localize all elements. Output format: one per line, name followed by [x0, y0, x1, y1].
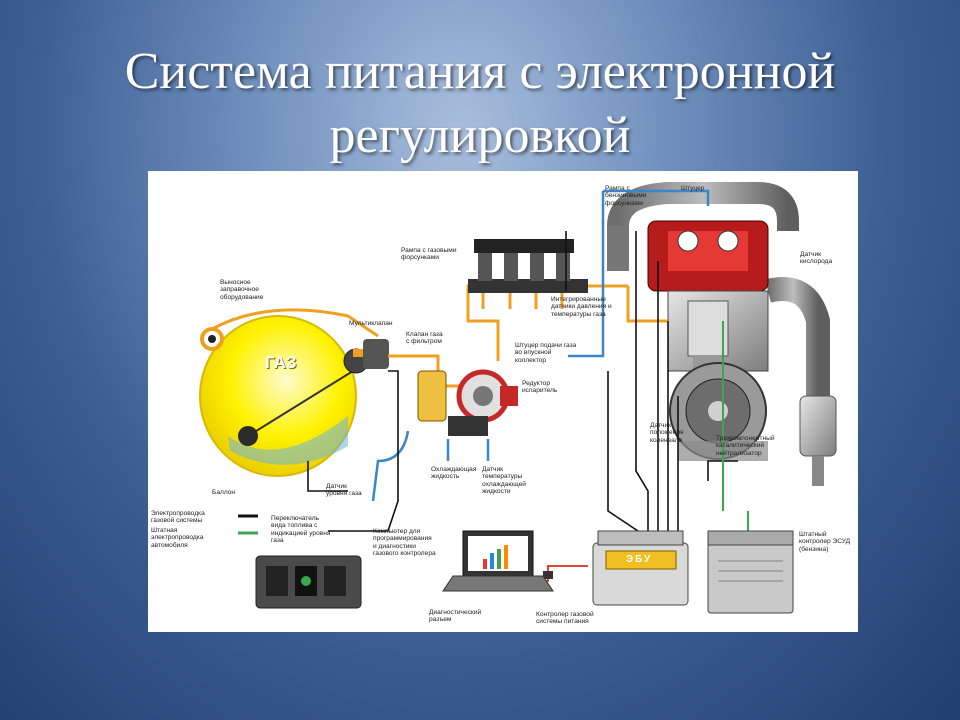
label-gas-rail: Рампа с газовыми форсунками: [401, 247, 457, 262]
label-fuel-switch: Переключатель вида топлива с индикацией …: [271, 515, 331, 545]
label-gas-controller: Контролер газовой системы питания: [536, 611, 594, 626]
label-oxygen-sensor: Датчик кислорода: [800, 251, 833, 266]
label-coolant-temp-sensor: Датчик температуры охлаждающей жидкости: [482, 466, 526, 496]
label-reducer: Редуктор испаритель: [522, 380, 558, 395]
laptop: [442, 530, 554, 592]
label-coolant: Охлаждающая жидкость: [431, 466, 477, 481]
reducer-assembly: [417, 369, 518, 436]
title-line-2: регулировкой: [329, 107, 631, 164]
label-gas-filter-valve: Клапан газа с фильтром: [406, 331, 443, 346]
label-stock-ecu: Штатный контролер ЭСУД (бензина): [799, 531, 851, 553]
label-integrated-sensors: Интегрированные датчики давления и темпе…: [551, 296, 612, 318]
label-gas-level-sensor: Датчик уровня газа: [326, 483, 362, 498]
label-multivalve: Мультиклапан: [349, 320, 393, 327]
legend-gas-wiring: Электропроводка газовой системы: [151, 510, 205, 525]
label-diag-connector: Диагностический разъем: [429, 609, 482, 624]
legend-car-wiring: Штатная электропроводка автомобиля: [151, 527, 204, 549]
slide-title: Система питания с электронной регулировк…: [0, 40, 960, 168]
fuel-switch-panel: [255, 555, 362, 609]
legend-lines: [238, 514, 258, 535]
label-catalyst: Трехкомпонентный каталитический нейтрали…: [716, 435, 775, 457]
tank-gas-label: ГАЗ: [265, 353, 297, 372]
diagram-drawing: [199, 182, 837, 614]
gas-tank: [199, 315, 357, 477]
gas-rail: [468, 239, 588, 293]
label-petrol-rail: Рампа с бензиновыми форсунками: [605, 185, 647, 207]
multivalve: [343, 339, 389, 374]
label-outboard-filling: Выносное заправочное оборудование: [220, 279, 264, 301]
stock-ecu: [707, 530, 794, 614]
coolant-pipes: [371, 189, 710, 502]
label-crank-sensor: Датчик положения коленвала: [650, 422, 684, 444]
gas-ecu: [592, 530, 689, 606]
exhaust-system: [607, 182, 837, 486]
label-tank: Баллон: [212, 489, 236, 496]
wiring: [307, 231, 738, 532]
fuel-system-diagram: ГАЗ ЭБУ Выносное заправочное оборудовани…: [148, 171, 858, 632]
label-fitting-intake: Штуцер подачи газа во впускной коллектор: [515, 342, 577, 364]
title-line-1: Система питания с электронной: [124, 43, 836, 100]
label-computer: Компьютер для программирования и диагнос…: [373, 528, 436, 558]
ecu-label: ЭБУ: [626, 554, 653, 565]
label-fitting: Штуцер: [681, 185, 705, 192]
